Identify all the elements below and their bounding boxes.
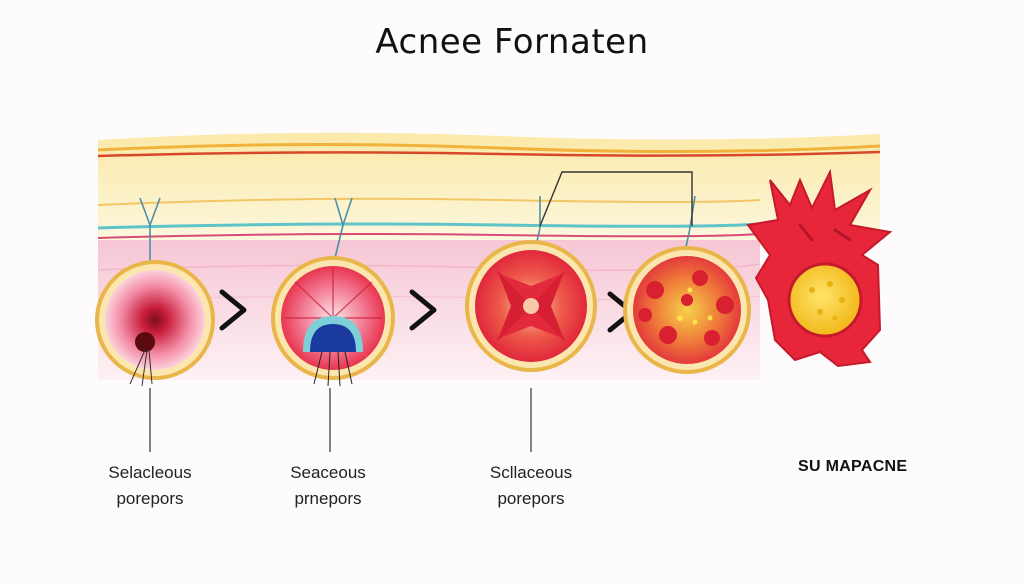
bracket-line xyxy=(539,171,693,227)
stage-3-label-line1: Scllaceous xyxy=(489,463,573,482)
stage-2-label-line1: Seaceous xyxy=(290,463,366,482)
stage-3-pore xyxy=(465,240,597,372)
stage-2-pore xyxy=(271,256,395,387)
inflamed-acne-cell xyxy=(746,168,893,368)
stage-4-pore xyxy=(623,246,751,374)
final-stage-label: SU MAPACNE xyxy=(798,458,908,475)
label-leaders xyxy=(149,388,532,452)
stage-1-pore xyxy=(95,260,215,387)
diagram-title: Acnee Fornaten xyxy=(375,22,649,62)
stage-3-label: Scllaceous porepors xyxy=(441,460,621,512)
chevron-right-icon xyxy=(409,289,437,331)
stage-2-label-line2: prnepors xyxy=(294,489,362,508)
stage-1-label-line2: porepors xyxy=(116,489,184,508)
stage-1-label: Selacleous porepors xyxy=(60,460,240,512)
stage-2-label: Seaceous prnepors xyxy=(238,460,418,512)
chevron-right-icon xyxy=(219,289,247,331)
stage-3-label-line2: porepors xyxy=(497,489,565,508)
stage-1-label-line1: Selacleous xyxy=(108,463,192,482)
